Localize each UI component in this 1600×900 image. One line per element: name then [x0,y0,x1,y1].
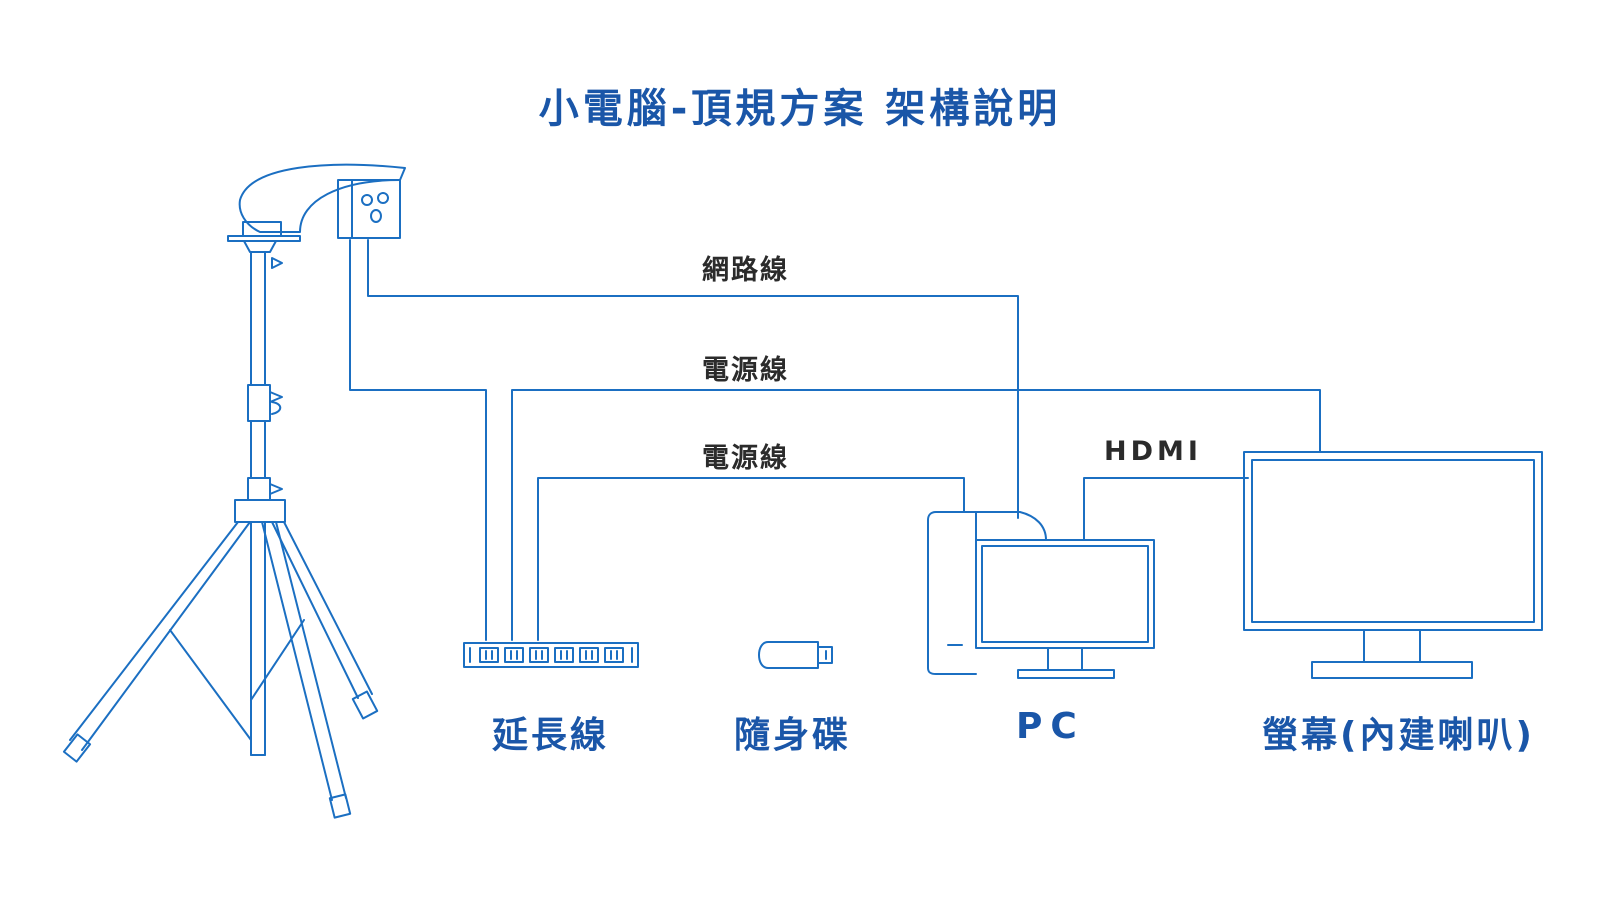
pc-icon [927,511,1155,679]
network-cable-label: 網路線 [702,255,789,286]
page-title: 小電腦-頂規方案 架構說明 [538,86,1062,132]
power-strip-label: 延長線 [492,715,610,756]
monitor-label: 螢幕(內建喇叭) [1262,715,1535,756]
camera-icon [227,163,406,253]
power-cable-label-lower: 電源線 [702,443,789,474]
monitor-icon [1243,451,1543,679]
power-cable-camera [349,239,487,641]
power-cable-label-upper: 電源線 [702,355,789,386]
usb-drive-label: 隨身碟 [734,715,852,756]
power-cable-pc [537,477,965,641]
usb-drive-icon [758,641,833,669]
power-cable-monitor [511,389,1321,641]
network-cable [367,239,1019,519]
pc-label: PC [1016,706,1085,747]
hdmi-cable [1083,477,1249,541]
tripod-icon [62,251,379,819]
hdmi-cable-label: HDMI [1104,436,1202,467]
power-strip-icon [463,642,639,668]
